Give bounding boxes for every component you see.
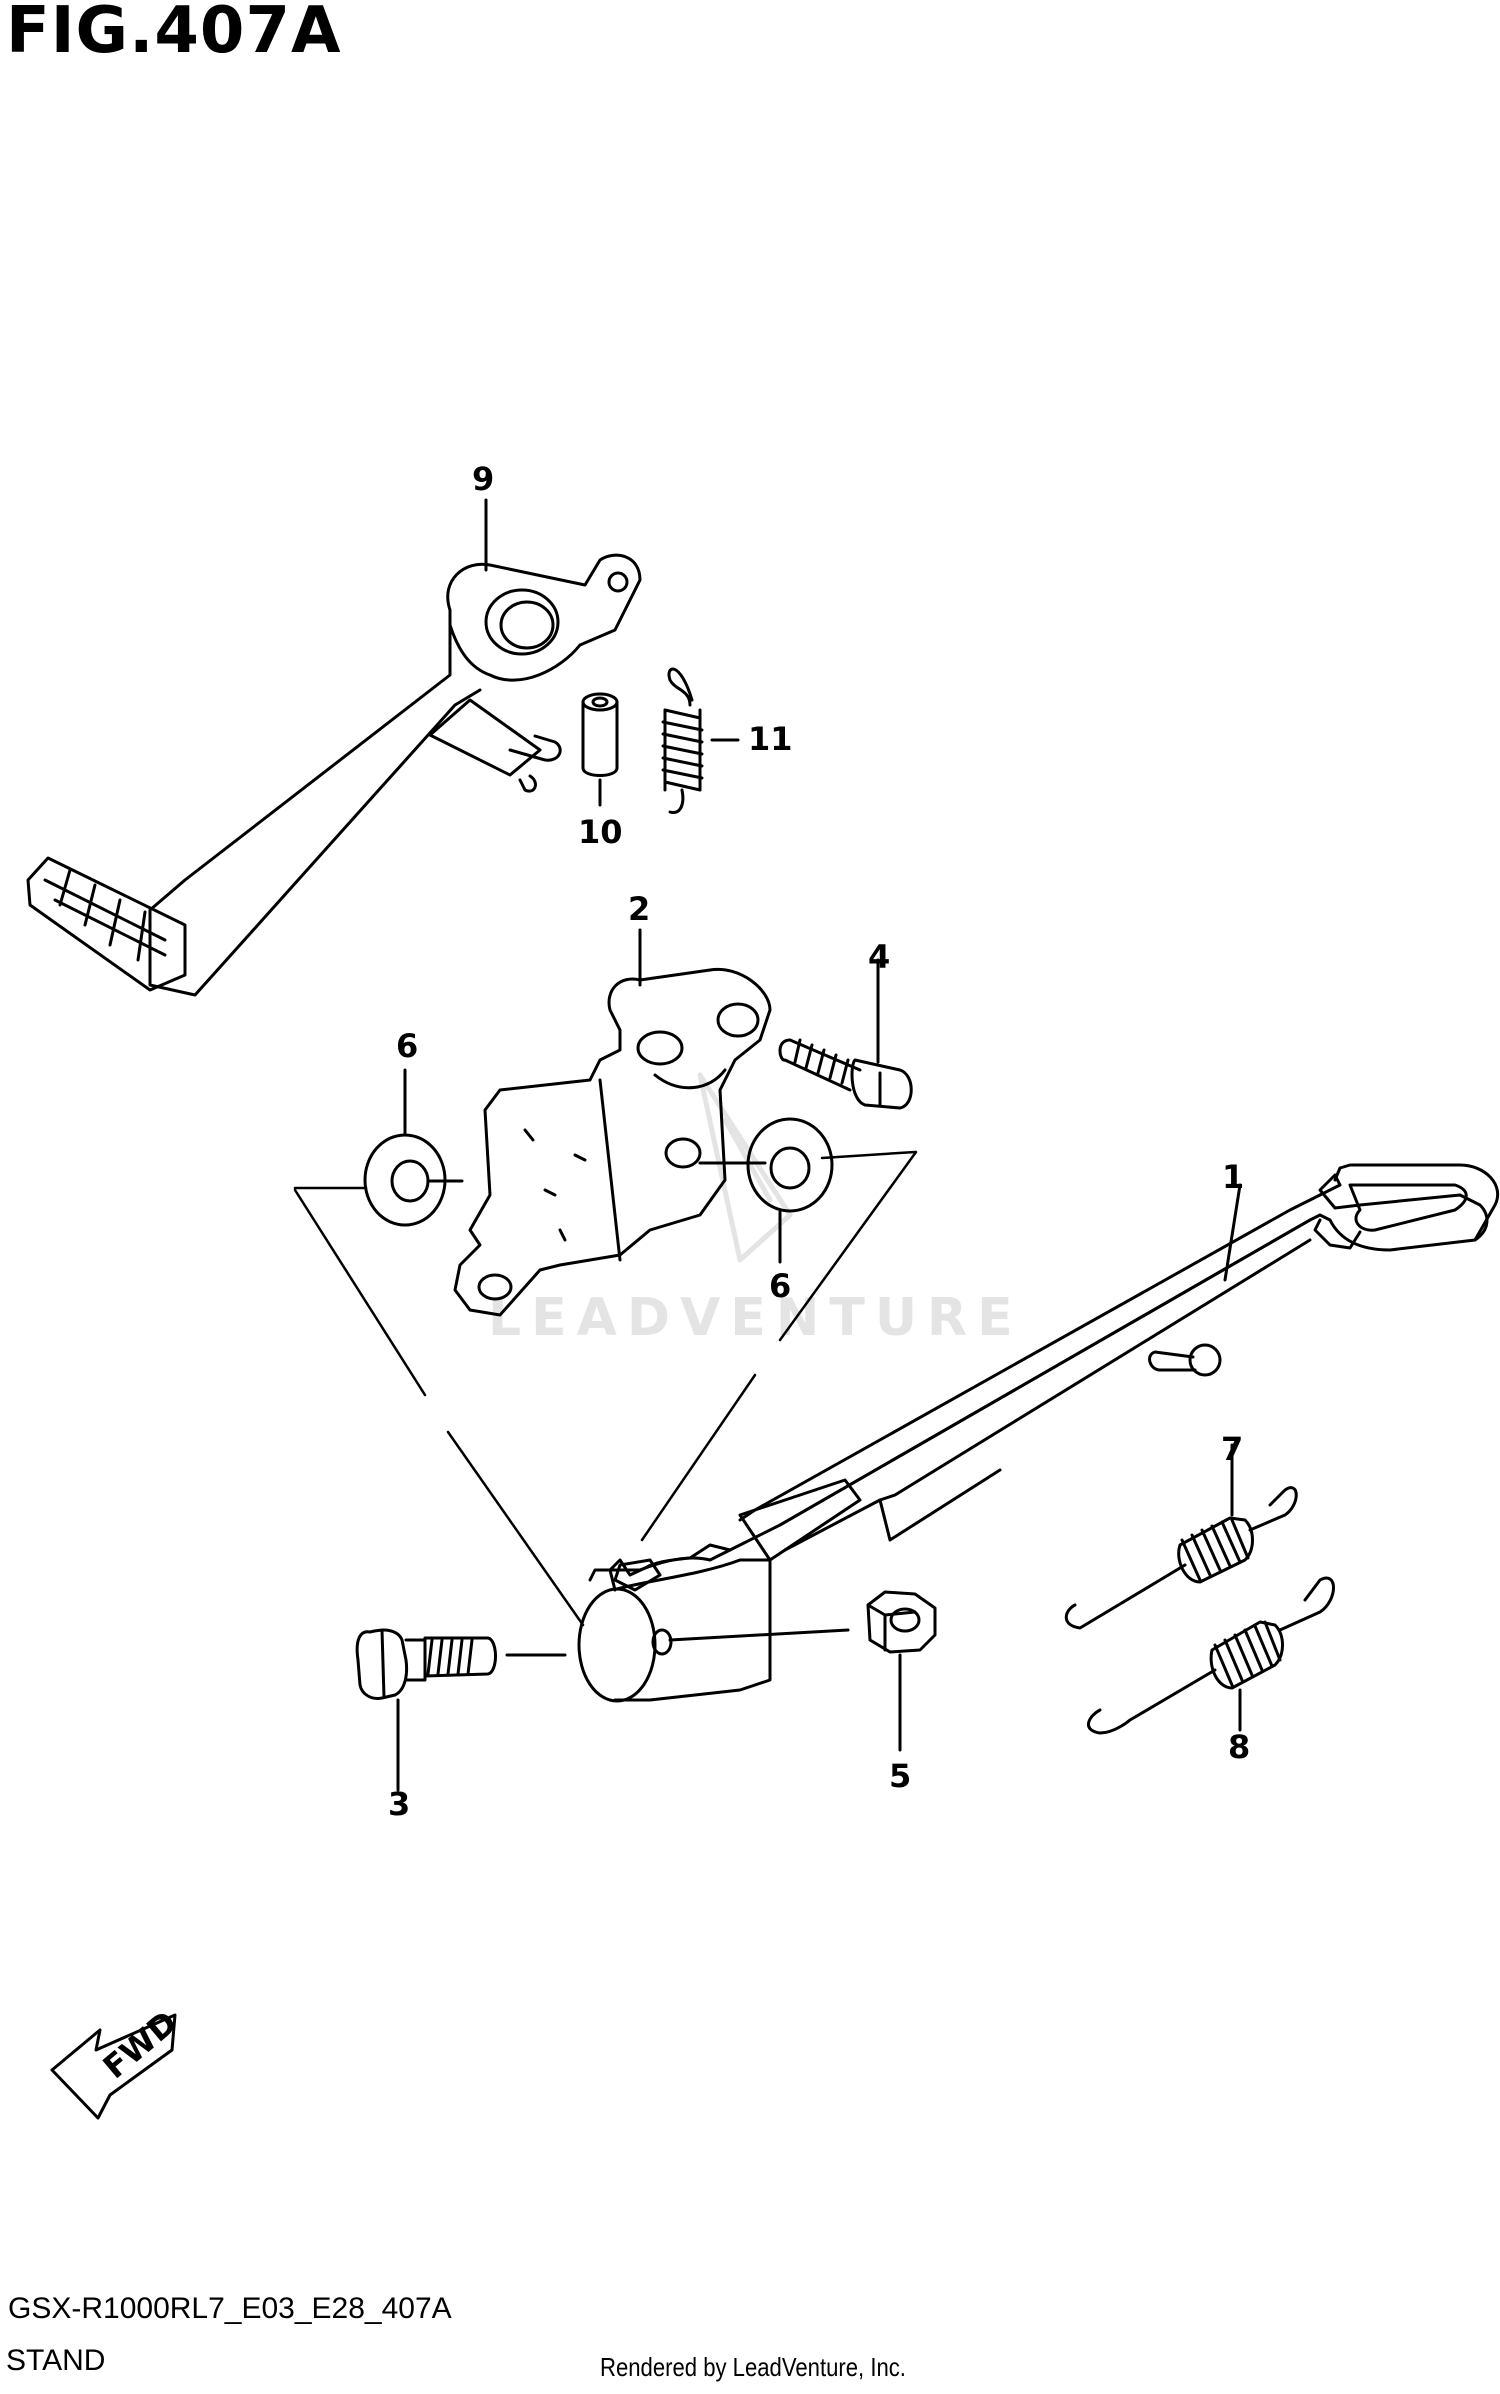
callout-4: 4 bbox=[868, 938, 890, 976]
render-credit: Rendered by LeadVenture, Inc. bbox=[600, 2352, 906, 2382]
callout-1: 1 bbox=[1222, 1158, 1244, 1196]
callout-10: 10 bbox=[578, 813, 623, 851]
section-name: STAND bbox=[6, 2344, 106, 2377]
stand-spring-part-8 bbox=[1087, 1576, 1335, 1735]
shoulder-bolt-part-3 bbox=[355, 1628, 567, 1792]
callout-11: 11 bbox=[748, 720, 793, 758]
assembly-leader-lines bbox=[293, 1150, 918, 1627]
callout-2: 2 bbox=[628, 890, 650, 928]
figure-title: FIG.407A bbox=[6, 0, 342, 68]
forward-direction-arrow-icon: FWD bbox=[50, 2003, 184, 2120]
washer-part-6-left bbox=[363, 1068, 464, 1227]
callout-5: 5 bbox=[889, 1757, 911, 1795]
callout-6-right: 6 bbox=[769, 1267, 791, 1305]
washer-part-6-right bbox=[698, 1117, 834, 1264]
callout-7: 7 bbox=[1221, 1430, 1243, 1468]
stand-bracket-part-2 bbox=[453, 967, 772, 1317]
stand-spring-part-7 bbox=[1064, 1443, 1298, 1630]
lock-nut-part-5 bbox=[668, 1590, 937, 1752]
callout-8: 8 bbox=[1228, 1728, 1250, 1766]
return-spring-part-11 bbox=[661, 667, 740, 815]
flange-bolt-part-4 bbox=[778, 958, 913, 1110]
watermark-text: LEADVENTURE bbox=[488, 1288, 1023, 1348]
side-stand-part-1 bbox=[577, 1163, 1499, 1703]
diagram-code: GSX-R1000RL7_E03_E28_407A bbox=[8, 2292, 452, 2325]
collar-part-10 bbox=[581, 692, 619, 807]
brake-pedal-part-9 bbox=[26, 553, 642, 997]
callout-3: 3 bbox=[388, 1785, 410, 1823]
callout-9: 9 bbox=[472, 460, 494, 498]
callout-6-left: 6 bbox=[396, 1027, 418, 1065]
watermark-logo bbox=[697, 1072, 793, 1263]
